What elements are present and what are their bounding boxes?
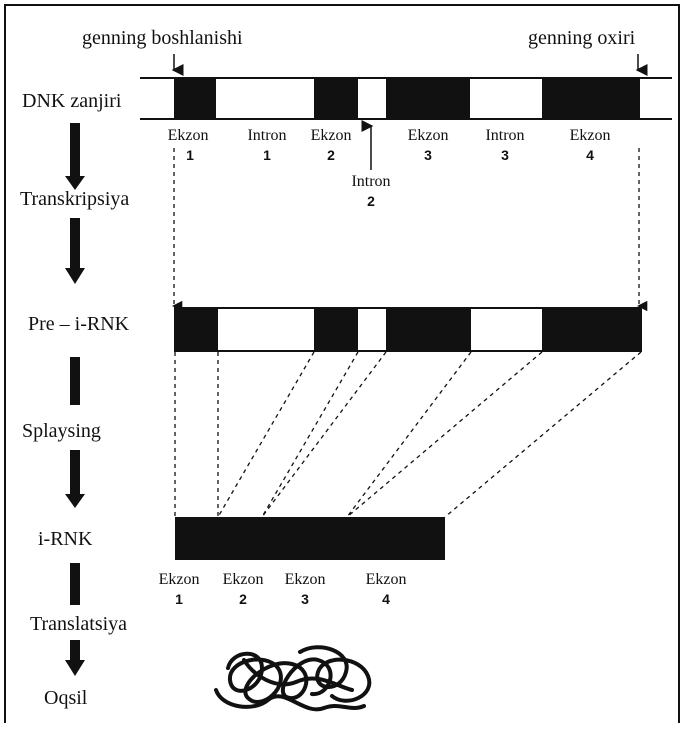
pre-mrna-exon-2 <box>314 308 358 351</box>
dna-segment-label: Intron <box>247 127 286 144</box>
pre-mrna-exon-1 <box>175 308 218 351</box>
stage-mrna: i-RNK <box>38 528 93 550</box>
diagram-frame <box>4 4 680 723</box>
stage-pre-mrna: Pre – i-RNK <box>28 313 130 335</box>
dna-segment-label: Intron <box>485 127 524 144</box>
stage-transcription: Transkripsiya <box>20 188 129 210</box>
mrna-segment-label: Ekzon <box>285 571 326 588</box>
dna-exon-1 <box>174 78 216 119</box>
gene-end-label: genning oxiri <box>528 27 636 49</box>
mrna-segment-number: 2 <box>239 591 247 607</box>
pre-mrna-strand <box>174 307 642 352</box>
dna-segment-label: Ekzon <box>311 127 352 144</box>
flow-arrow-down-icon <box>65 123 85 190</box>
splicing-guides <box>174 351 642 518</box>
stage-protein: Oqsil <box>44 687 88 709</box>
flow-arrow-down-icon <box>70 357 80 405</box>
stage-dna: DNK zanjiri <box>22 90 122 112</box>
dna-segment-number: 4 <box>586 147 594 163</box>
stage-translation: Translatsiya <box>30 613 127 635</box>
mrna-segment-number: 3 <box>301 591 309 607</box>
dna-segment-number: 2 <box>327 147 335 163</box>
dna-exon-4 <box>542 78 640 119</box>
protein-coil-icon <box>214 645 372 712</box>
dna-strand <box>140 77 672 120</box>
mrna-segment-label: Ekzon <box>223 571 264 588</box>
dna-segment-number: 2 <box>367 193 375 209</box>
pre-mrna-exon-4 <box>542 308 641 351</box>
mrna-strand <box>175 517 445 560</box>
gene-start-label: genning boshlanishi <box>82 27 243 49</box>
dna-exon-2 <box>314 78 358 119</box>
dna-segment-label: Ekzon <box>570 127 611 144</box>
dna-segment-number: 1 <box>186 147 194 163</box>
stage-splicing: Splaysing <box>22 420 101 442</box>
dna-segment-number: 3 <box>424 147 432 163</box>
dna-segment-number: 1 <box>263 147 271 163</box>
flow-arrows <box>65 123 85 676</box>
pre-mrna-exon-3 <box>386 308 471 351</box>
mrna-segment-label: Ekzon <box>159 571 200 588</box>
dna-segment-label: Intron <box>351 173 390 190</box>
mrna-segment-label: Ekzon <box>366 571 407 588</box>
mrna-segment-number: 1 <box>175 591 183 607</box>
dna-segment-label: Ekzon <box>168 127 209 144</box>
flow-arrow-down-icon <box>65 218 85 284</box>
mrna-segment-number: 4 <box>382 591 390 607</box>
dna-segment-label: Ekzon <box>408 127 449 144</box>
flow-arrow-down-icon <box>70 563 80 605</box>
dna-segment-number: 3 <box>501 147 509 163</box>
dna-exon-3 <box>386 78 470 119</box>
flow-arrow-down-icon <box>65 640 85 676</box>
flow-arrow-down-icon <box>65 450 85 508</box>
